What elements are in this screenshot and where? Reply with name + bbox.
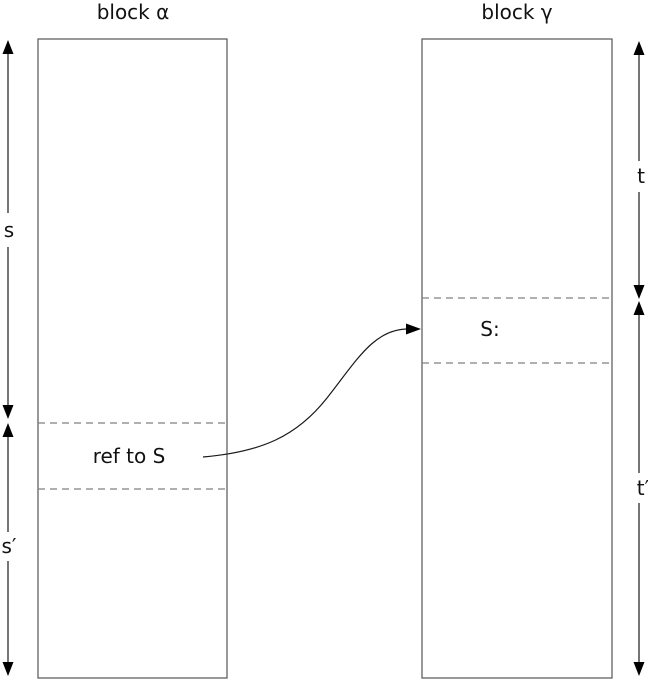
block-gamma-rect bbox=[421, 38, 613, 679]
arrowhead-down-icon bbox=[633, 662, 645, 676]
arrowhead-down-icon bbox=[2, 662, 14, 676]
arrowhead-right-icon bbox=[406, 323, 421, 335]
ref-to-s-label: ref to S bbox=[91, 444, 167, 468]
measure-arrow-s-prime bbox=[2, 423, 14, 676]
measure-arrow-s bbox=[2, 40, 14, 419]
arrowhead-up-icon bbox=[2, 423, 14, 437]
block-gamma-title: block γ bbox=[480, 0, 554, 24]
block-alpha-title: block α bbox=[95, 0, 171, 24]
measure-label-t-prime: t′ bbox=[635, 478, 648, 498]
block-alpha-dashed-boundaries bbox=[38, 422, 227, 490]
arrowhead-up-icon bbox=[633, 301, 645, 315]
measure-label-s: s bbox=[2, 218, 16, 242]
measure-label-s-prime: s′ bbox=[0, 534, 18, 558]
arrowhead-down-icon bbox=[633, 285, 645, 299]
arrowhead-up-icon bbox=[633, 41, 645, 55]
arrowhead-down-icon bbox=[2, 405, 14, 419]
block-gamma-dashed-boundaries bbox=[422, 297, 612, 364]
block-alpha-rect bbox=[37, 38, 228, 679]
measure-label-t: t bbox=[636, 164, 646, 188]
measure-arrow-t-prime bbox=[633, 301, 645, 676]
reference-curve bbox=[202, 328, 409, 458]
measure-arrow-t bbox=[633, 41, 645, 299]
reference-curve-arrow bbox=[202, 323, 421, 458]
arrowhead-up-icon bbox=[2, 40, 14, 54]
slot-s-label: S: bbox=[479, 317, 501, 341]
